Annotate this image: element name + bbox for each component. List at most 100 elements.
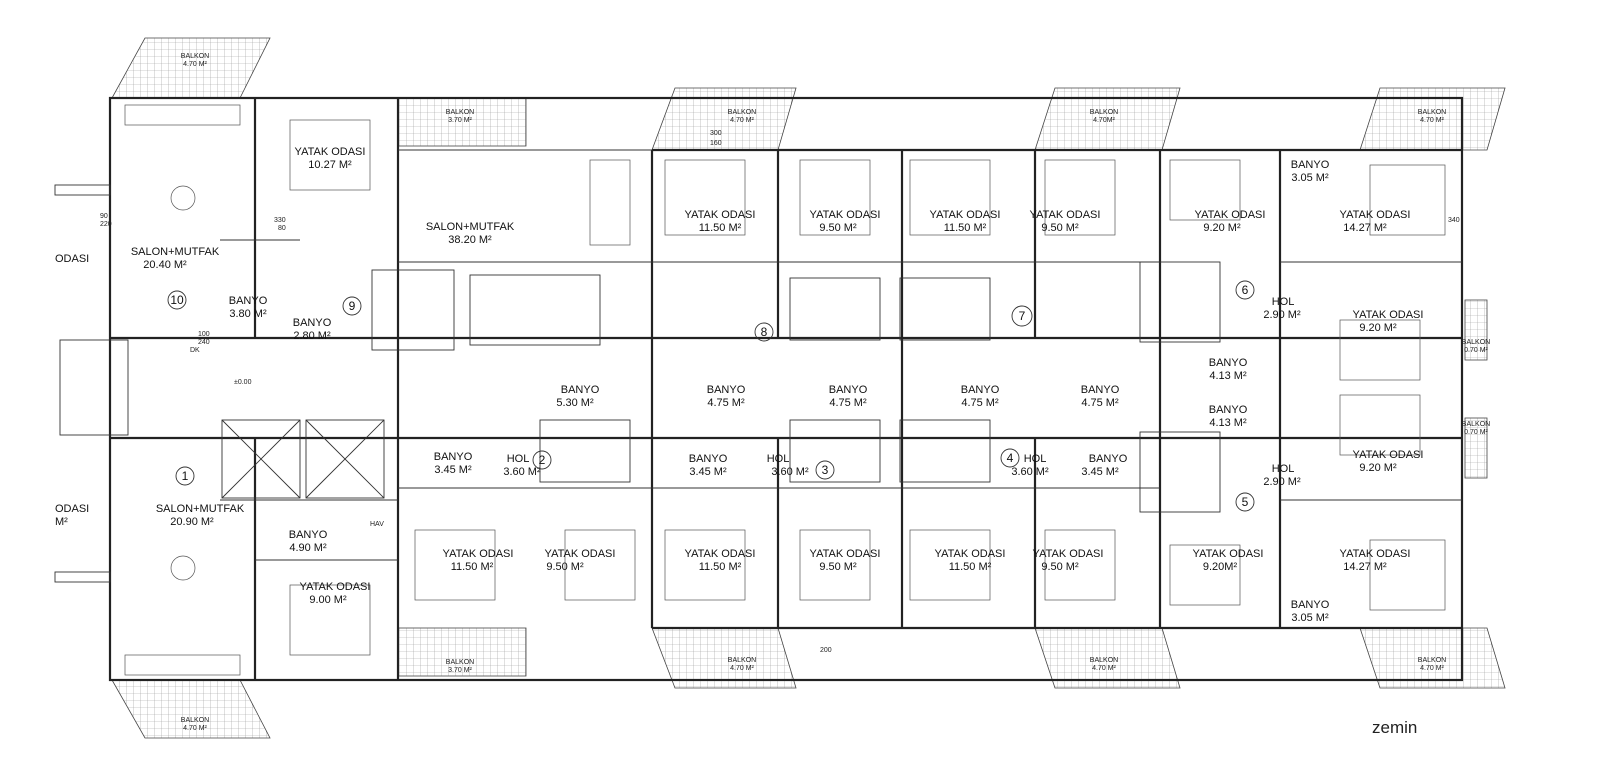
- svg-text:2.90 M²: 2.90 M²: [1263, 476, 1301, 488]
- svg-text:HOL: HOL: [767, 453, 790, 465]
- svg-text:3.80 M²: 3.80 M²: [229, 308, 267, 320]
- svg-text:4.70 M²: 4.70 M²: [1420, 117, 1444, 124]
- table: [170, 555, 196, 581]
- room-name: BANYO: [289, 529, 328, 541]
- svg-text:YATAK ODASI: YATAK ODASI: [810, 209, 881, 221]
- svg-text:9.20M²: 9.20M²: [1203, 561, 1238, 573]
- svg-text:100: 100: [198, 331, 210, 338]
- svg-text:2.80 M²: 2.80 M²: [293, 330, 331, 342]
- unit-number-circle: [1011, 305, 1033, 327]
- svg-text:20.40 M²: 20.40 M²: [143, 259, 187, 271]
- svg-text:BALKON: BALKON: [1090, 109, 1118, 116]
- svg-text:BANYO: BANYO: [434, 451, 473, 463]
- svg-text:BALKON: BALKON: [1462, 339, 1490, 346]
- room-area: 14.27 M²: [1343, 222, 1387, 234]
- svg-text:200: 200: [820, 647, 832, 654]
- balcony-title: BALKON: [446, 109, 474, 116]
- svg-text:3.60 M²: 3.60 M²: [771, 466, 809, 478]
- unit-number: 10: [170, 293, 184, 307]
- bed: [1339, 394, 1421, 456]
- room-name: BANYO: [561, 384, 600, 396]
- sofa: [589, 159, 631, 246]
- stairs: [59, 261, 1221, 513]
- bed: [289, 119, 371, 191]
- svg-text:4.70 M²: 4.70 M²: [1420, 665, 1444, 672]
- svg-text:2.90 M²: 2.90 M²: [1263, 309, 1301, 321]
- svg-text:BANYO: BANYO: [707, 384, 746, 396]
- room-area: 14.27 M²: [1343, 561, 1387, 573]
- svg-text:3.60 M²: 3.60 M²: [1011, 466, 1049, 478]
- stair-block: [789, 277, 881, 341]
- balcony-shape: [1464, 299, 1488, 361]
- svg-text:4.75 M²: 4.75 M²: [961, 397, 999, 409]
- balcony-area: 0.70 M²: [1464, 347, 1488, 354]
- room-name: BANYO: [293, 317, 332, 329]
- svg-text:HOL: HOL: [1272, 463, 1295, 475]
- room-area: 11.50 M²: [949, 561, 992, 573]
- room-name: YATAK ODASI: [295, 146, 366, 158]
- unit-number: 4: [1007, 451, 1014, 465]
- room-area: 9.50 M²: [819, 222, 857, 234]
- stair-block: [469, 274, 601, 346]
- svg-text:10: 10: [170, 293, 184, 307]
- balcony-title: BALKON: [1418, 657, 1446, 664]
- room-area: 2.90 M²: [1263, 476, 1301, 488]
- unit-number-circle: [532, 450, 552, 470]
- lift-cross: [221, 419, 301, 499]
- room-area: 9.50 M²: [819, 561, 857, 573]
- svg-text:4.70 M²: 4.70 M²: [730, 665, 754, 672]
- svg-text:BANYO: BANYO: [1089, 453, 1128, 465]
- dimension-text: 330: [274, 217, 286, 224]
- room-area: 11.50 M²: [699, 222, 742, 234]
- svg-text:BANYO: BANYO: [561, 384, 600, 396]
- svg-text:YATAK ODASI: YATAK ODASI: [930, 209, 1001, 221]
- bed: [289, 584, 371, 656]
- balcony-title: BALKON: [728, 109, 756, 116]
- balcony-title: BALKON: [446, 659, 474, 666]
- svg-text:14.27 M²: 14.27 M²: [1343, 222, 1387, 234]
- svg-text:YATAK ODASI: YATAK ODASI: [545, 548, 616, 560]
- svg-text:240: 240: [198, 339, 210, 346]
- stair-block: [1139, 261, 1221, 343]
- unit-number-circle: [167, 290, 187, 310]
- room-labels: YATAK ODASI 10.27 M² SALON+MUTFAK 38.20 …: [55, 146, 1423, 624]
- svg-text:9.50 M²: 9.50 M²: [1041, 561, 1079, 573]
- svg-text:BALKON: BALKON: [446, 659, 474, 666]
- room-name: HOL: [767, 453, 790, 465]
- room-name: SALON+MUTFAK: [426, 221, 515, 233]
- svg-text:5: 5: [1242, 495, 1249, 509]
- dimension-text: 90: [100, 213, 108, 220]
- lift-cross: [305, 419, 385, 499]
- room-area: 4.90 M²: [289, 542, 327, 554]
- room-name: YATAK ODASI: [1030, 209, 1101, 221]
- dimension-text: 100: [198, 331, 210, 338]
- balcony-title: BALKON: [1090, 657, 1118, 664]
- svg-text:YATAK ODASI: YATAK ODASI: [300, 581, 371, 593]
- unit-number-circle: [1235, 492, 1255, 512]
- room-name: YATAK ODASI: [685, 209, 756, 221]
- room-area: 3.05 M²: [1291, 172, 1329, 184]
- room-name: HOL: [1272, 296, 1295, 308]
- room-area: 4.13 M²: [1209, 370, 1247, 382]
- svg-text:YATAK ODASI: YATAK ODASI: [685, 548, 756, 560]
- dimension-text: ±0.00: [234, 379, 252, 386]
- entrance-wall: [54, 571, 111, 583]
- room-name: BANYO: [1089, 453, 1128, 465]
- balcony-title: BALKON: [728, 657, 756, 664]
- svg-text:YATAK ODASI: YATAK ODASI: [685, 209, 756, 221]
- room-name: YATAK ODASI: [810, 548, 881, 560]
- svg-text:6: 6: [1242, 283, 1249, 297]
- svg-text:3.70 M²: 3.70 M²: [448, 117, 472, 124]
- svg-text:4.70 M²: 4.70 M²: [730, 117, 754, 124]
- svg-text:340: 340: [1448, 217, 1460, 224]
- dimension-notes: 90 220 330 80 100 240 160 300 340 200 DK…: [100, 130, 1460, 654]
- room-name: BANYO: [829, 384, 868, 396]
- svg-text:SALON+MUTFAK: SALON+MUTFAK: [156, 503, 245, 515]
- balcony-area: 3.70 M²: [448, 117, 472, 124]
- room-area: 9.20 M²: [1359, 322, 1397, 334]
- room-area: 9.20M²: [1203, 561, 1238, 573]
- svg-text:DK: DK: [190, 347, 200, 354]
- svg-text:38.20 M²: 38.20 M²: [448, 234, 492, 246]
- svg-text:±0.00: ±0.00: [234, 379, 252, 386]
- svg-text:3.70 M²: 3.70 M²: [448, 667, 472, 674]
